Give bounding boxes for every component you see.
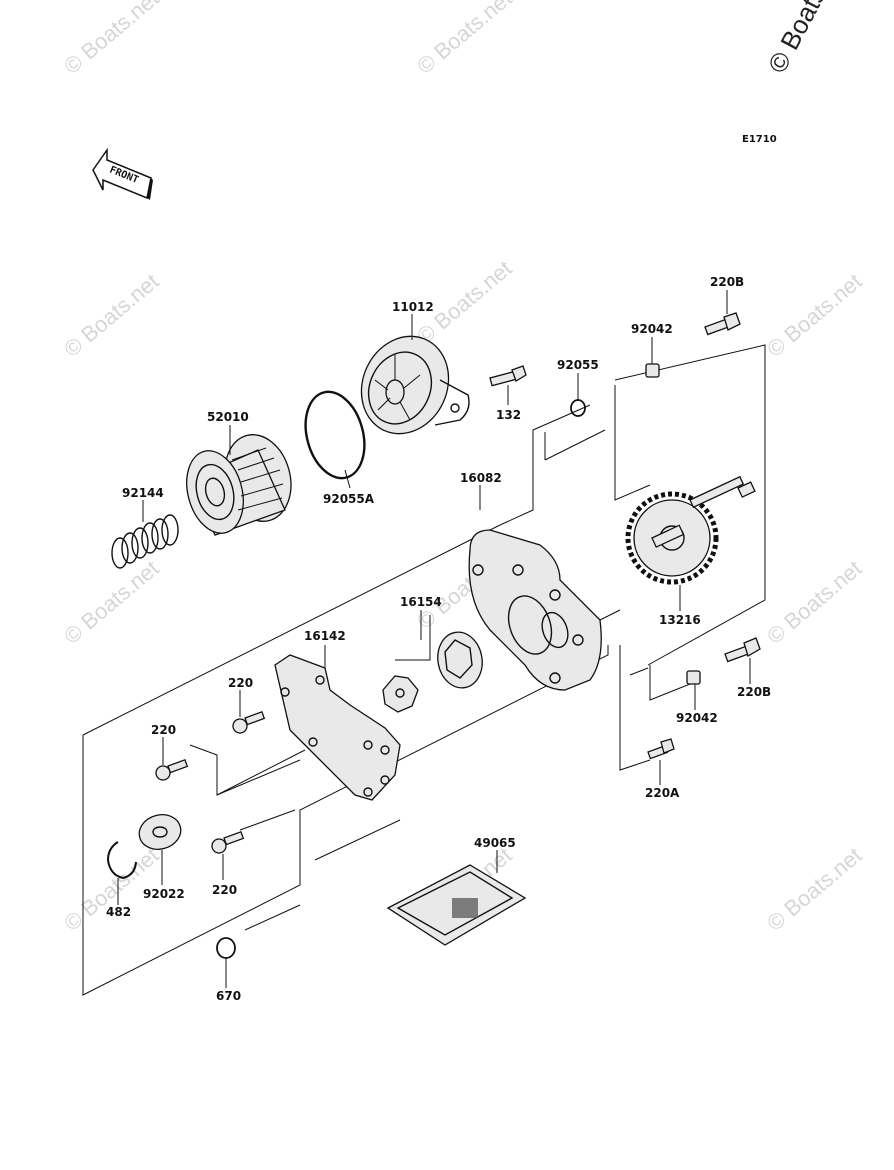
label-220-c: 220 bbox=[212, 883, 237, 897]
label-92055a: 92055A bbox=[323, 492, 375, 506]
pump-rotor-set bbox=[382, 631, 483, 713]
screw-220-a bbox=[232, 711, 266, 734]
watermark: © Boats.net bbox=[59, 556, 163, 649]
label-52010: 52010 bbox=[207, 410, 249, 424]
pump-gear-shaft bbox=[625, 475, 756, 585]
label-482: 482 bbox=[106, 905, 131, 919]
screw-220-c bbox=[211, 831, 245, 854]
label-92144: 92144 bbox=[122, 486, 164, 500]
bolt-132 bbox=[489, 365, 527, 387]
label-220-a: 220 bbox=[228, 676, 253, 690]
label-16154: 16154 bbox=[400, 595, 442, 609]
oil-filter bbox=[186, 434, 292, 536]
oil-pump-body bbox=[468, 529, 602, 691]
circlip bbox=[106, 841, 137, 880]
label-670: 670 bbox=[216, 989, 241, 1003]
label-16142: 16142 bbox=[304, 629, 346, 643]
label-220a: 220A bbox=[645, 786, 680, 800]
o-ring-large bbox=[304, 390, 366, 480]
front-arrow-icon: FRONT bbox=[92, 147, 153, 200]
diagram-code: E1710 bbox=[742, 134, 777, 145]
watermark: © Boats.net bbox=[762, 556, 866, 649]
spring bbox=[111, 514, 179, 569]
copyright-mark: © Boats.net bbox=[762, 0, 853, 78]
o-ring-bottom bbox=[216, 937, 236, 959]
bolt-220b-bottom bbox=[724, 637, 761, 663]
screw-220-b bbox=[155, 759, 189, 781]
pump-cover-plate bbox=[274, 654, 401, 801]
label-16082: 16082 bbox=[460, 471, 502, 485]
dowel-pin-bottom bbox=[686, 670, 701, 685]
oil-strainer bbox=[386, 864, 527, 946]
bolt-220b-top bbox=[704, 312, 741, 336]
label-92022: 92022 bbox=[143, 887, 185, 901]
leader-lines bbox=[117, 290, 751, 988]
dowel-pin-top bbox=[645, 363, 660, 378]
label-49065: 49065 bbox=[474, 836, 516, 850]
label-220b-bottom: 220B bbox=[737, 685, 771, 699]
part-labels: 11012 52010 92144 92055A 132 92055 92042… bbox=[106, 275, 771, 1003]
watermark: © Boats.net bbox=[762, 269, 866, 362]
bolt-220a bbox=[647, 738, 675, 760]
washer bbox=[138, 814, 182, 850]
watermark: © Boats.net bbox=[59, 0, 163, 79]
label-13216: 13216 bbox=[659, 613, 701, 627]
label-220-b: 220 bbox=[151, 723, 176, 737]
label-92055: 92055 bbox=[557, 358, 599, 372]
label-11012: 11012 bbox=[392, 300, 434, 314]
label-132: 132 bbox=[496, 408, 521, 422]
oil-filter-cover bbox=[360, 335, 470, 435]
label-92042-bottom: 92042 bbox=[676, 711, 718, 725]
label-92042-top: 92042 bbox=[631, 322, 673, 336]
watermark: © Boats.net bbox=[59, 269, 163, 362]
watermark: © Boats.net bbox=[412, 0, 516, 79]
watermark: © Boats.net bbox=[762, 843, 866, 936]
assembly-frame bbox=[82, 344, 766, 996]
label-220b-top: 220B bbox=[710, 275, 744, 289]
